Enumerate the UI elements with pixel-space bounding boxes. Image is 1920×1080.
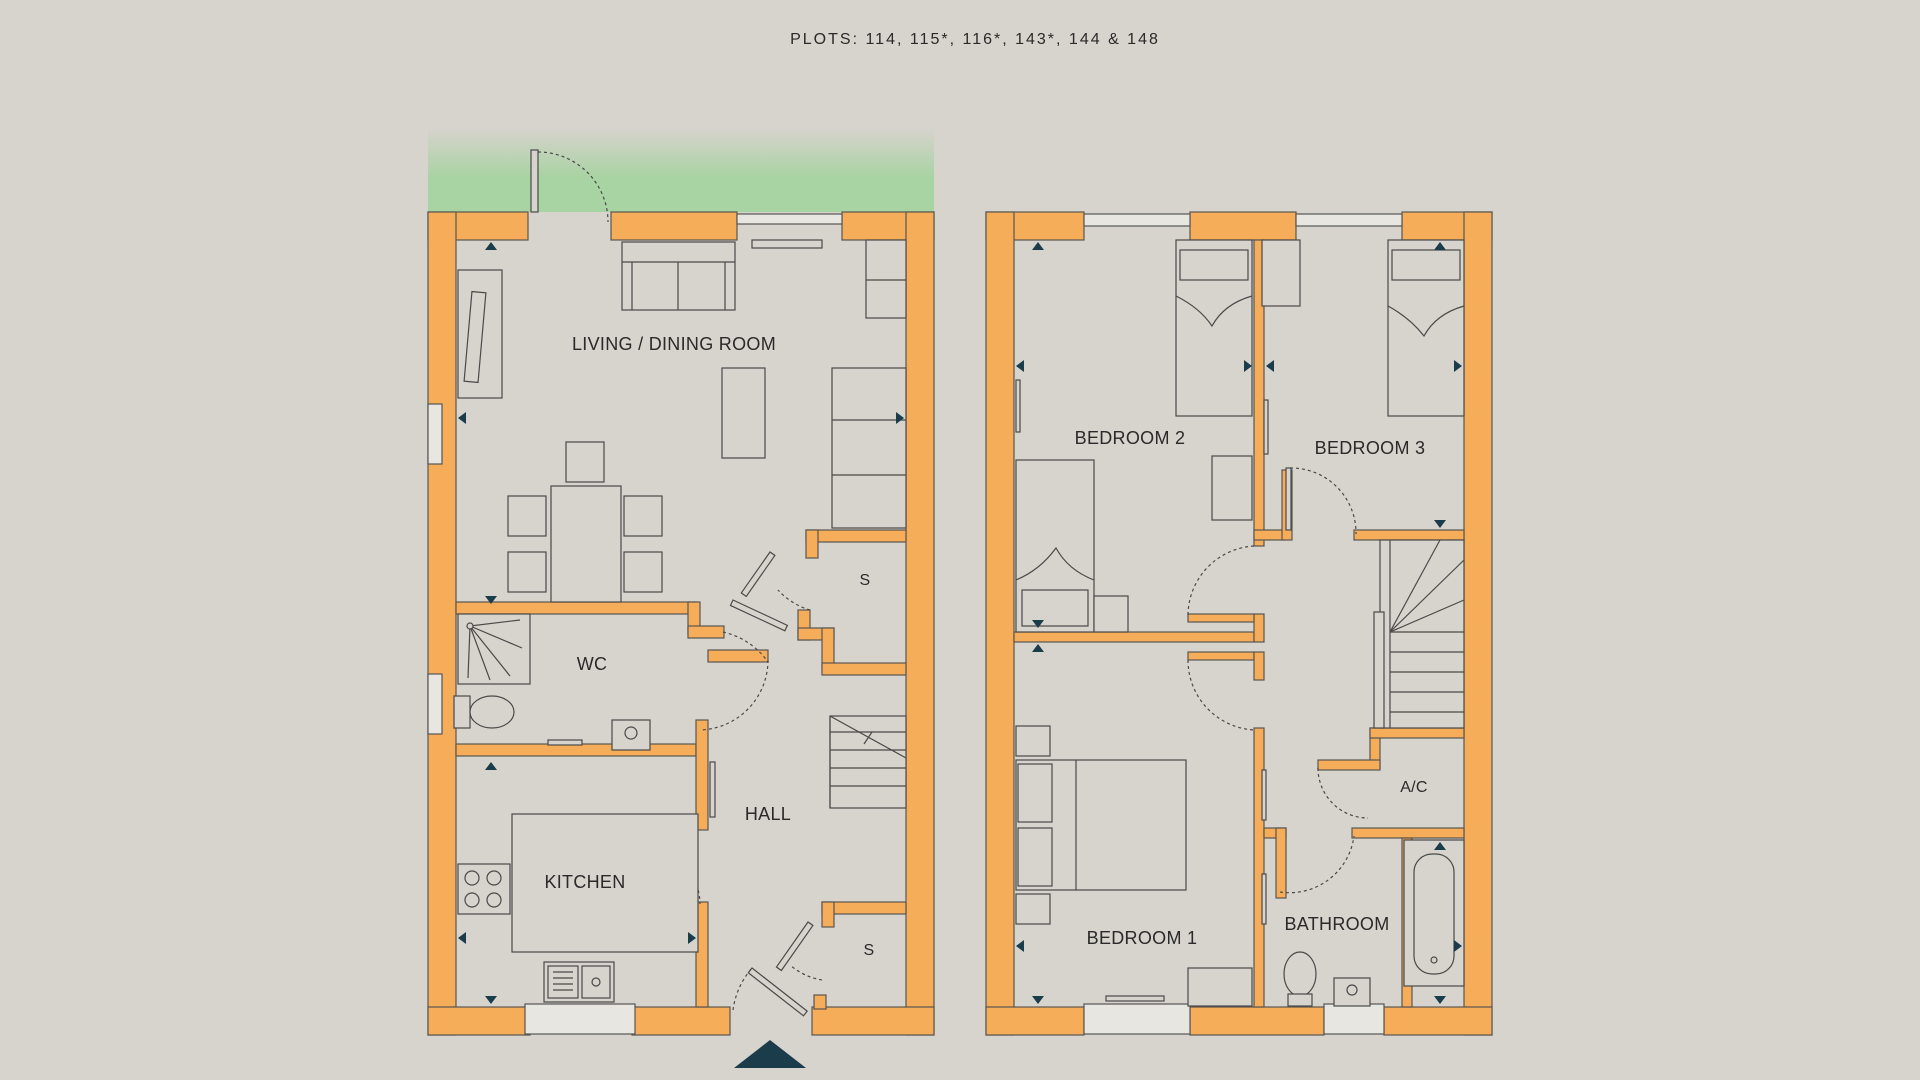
first-floor-internal-walls xyxy=(1013,239,1465,1008)
room-label-kitchen: KITCHEN xyxy=(544,872,625,892)
ground-stairs xyxy=(829,715,907,809)
window-kitchen xyxy=(524,1003,636,1035)
bedroom3-storage xyxy=(1261,239,1301,307)
plots-title: PLOTS: 114, 115*, 116*, 143*, 144 & 148 xyxy=(790,31,1160,48)
room-label-wc: WC xyxy=(577,654,608,674)
room-label-store-lower: S xyxy=(864,942,875,959)
room-label-hall: HALL xyxy=(745,804,791,824)
first-floor-outer-walls xyxy=(985,211,1493,1036)
kitchen-sink xyxy=(543,961,615,1003)
bedroom1-bedside-bottom xyxy=(1015,893,1051,925)
bedroom2-desk xyxy=(1211,455,1253,521)
first-floor-stairs xyxy=(1373,539,1465,729)
bedroom3-bed xyxy=(1387,239,1465,417)
ground-floor-markers xyxy=(458,242,904,1004)
room-label-bathroom: BATHROOM xyxy=(1284,914,1389,934)
window-bedroom1 xyxy=(1083,1003,1191,1035)
bathroom-bath xyxy=(1403,839,1465,987)
kitchen-island xyxy=(511,813,699,953)
bedroom1-bedside-top xyxy=(1015,725,1051,757)
window-wc xyxy=(427,673,443,735)
wc-shower xyxy=(457,613,531,685)
room-label-bedroom1: BEDROOM 1 xyxy=(1087,928,1198,948)
window-living-side xyxy=(427,403,443,465)
window-bedroom3 xyxy=(1295,213,1403,227)
bedroom1-dresser xyxy=(1187,967,1253,1007)
first-floor-plan: BEDROOM 2 BEDROOM 3 BEDROOM 1 BATHROOM A… xyxy=(985,211,1493,1036)
window-bedroom2 xyxy=(1083,213,1191,227)
bedroom2-bedside xyxy=(1093,595,1129,633)
dining-set xyxy=(507,441,663,603)
sofa-rear xyxy=(621,241,736,311)
coffee-table xyxy=(721,367,766,459)
tv-unit xyxy=(457,269,503,399)
ground-floor-outer-walls xyxy=(427,211,935,1036)
hob xyxy=(457,863,511,915)
bathroom-toilet xyxy=(1283,951,1317,1007)
room-label-store-upper: S xyxy=(860,572,871,589)
room-label-bedroom3: BEDROOM 3 xyxy=(1315,438,1426,458)
armchair xyxy=(865,239,907,319)
sofa-side xyxy=(831,367,907,529)
room-label-bedroom2: BEDROOM 2 xyxy=(1075,428,1186,448)
window-bathroom xyxy=(1323,1003,1385,1035)
bathroom-basin xyxy=(1333,977,1371,1007)
garden-area xyxy=(428,128,934,212)
bedroom1-bed xyxy=(1015,759,1187,891)
room-label-living-dining: LIVING / DINING ROOM xyxy=(572,334,776,354)
bedroom2-bed xyxy=(1175,239,1253,417)
bedroom2-wardrobe xyxy=(1015,459,1095,633)
ground-floor-plan: LIVING / DINING ROOM WC KITCHEN HALL S S xyxy=(427,128,935,1068)
room-label-airing-cupboard: A/C xyxy=(1400,779,1428,796)
wc-toilet xyxy=(453,695,515,729)
window-living-rear xyxy=(736,213,843,225)
entrance-arrow-icon xyxy=(734,1040,806,1068)
wc-basin xyxy=(611,719,651,751)
first-floor-markers xyxy=(1016,242,1462,1004)
